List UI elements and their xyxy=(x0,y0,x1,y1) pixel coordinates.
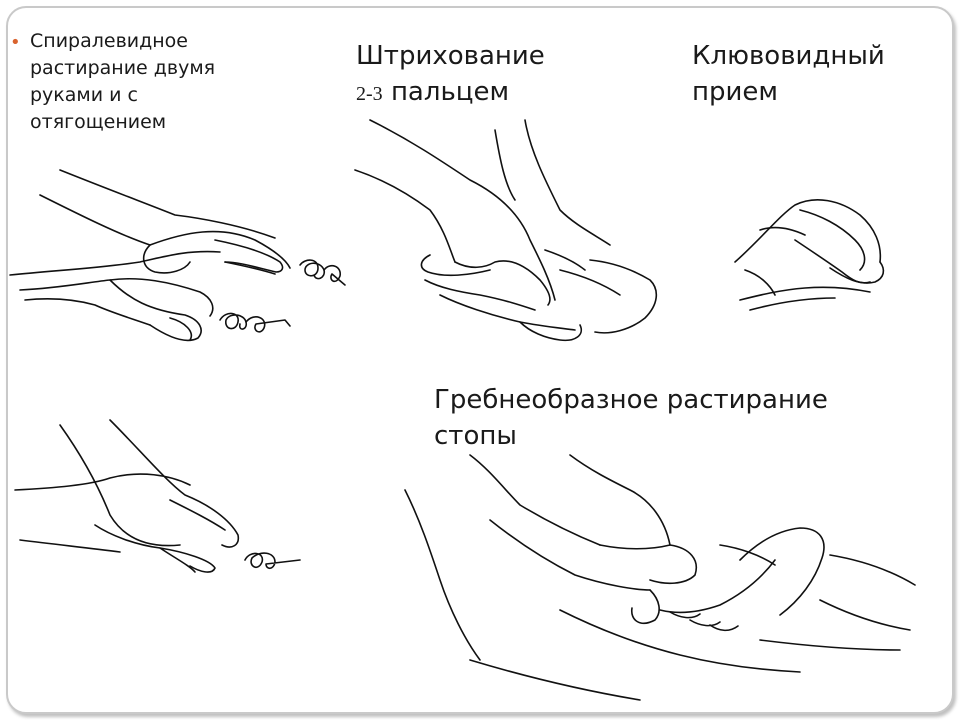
caption-beak-technique: Клювовидный прием xyxy=(692,41,885,107)
illustration-comb-foot xyxy=(404,454,916,701)
caption-hatching-word: Штрихование xyxy=(356,41,545,71)
illustration-spiral-two-hands xyxy=(9,169,346,573)
bullet-marker: • xyxy=(10,32,21,53)
illustration-hatching-fingers xyxy=(354,119,658,342)
caption-hatching-rest: пальцем xyxy=(390,77,510,107)
caption-spiral-rubbing: Спиралевидное растирание двумя руками и … xyxy=(30,30,216,133)
illustration-beak-hand xyxy=(734,199,885,311)
caption-hatching: Штрихование 2-3 пальцем xyxy=(356,38,545,112)
caption-comb-rubbing: Гребнеобразное растирание стопы xyxy=(434,385,828,451)
caption-hatching-fingers: 2-3 xyxy=(356,83,383,105)
slide-frame xyxy=(6,6,954,714)
